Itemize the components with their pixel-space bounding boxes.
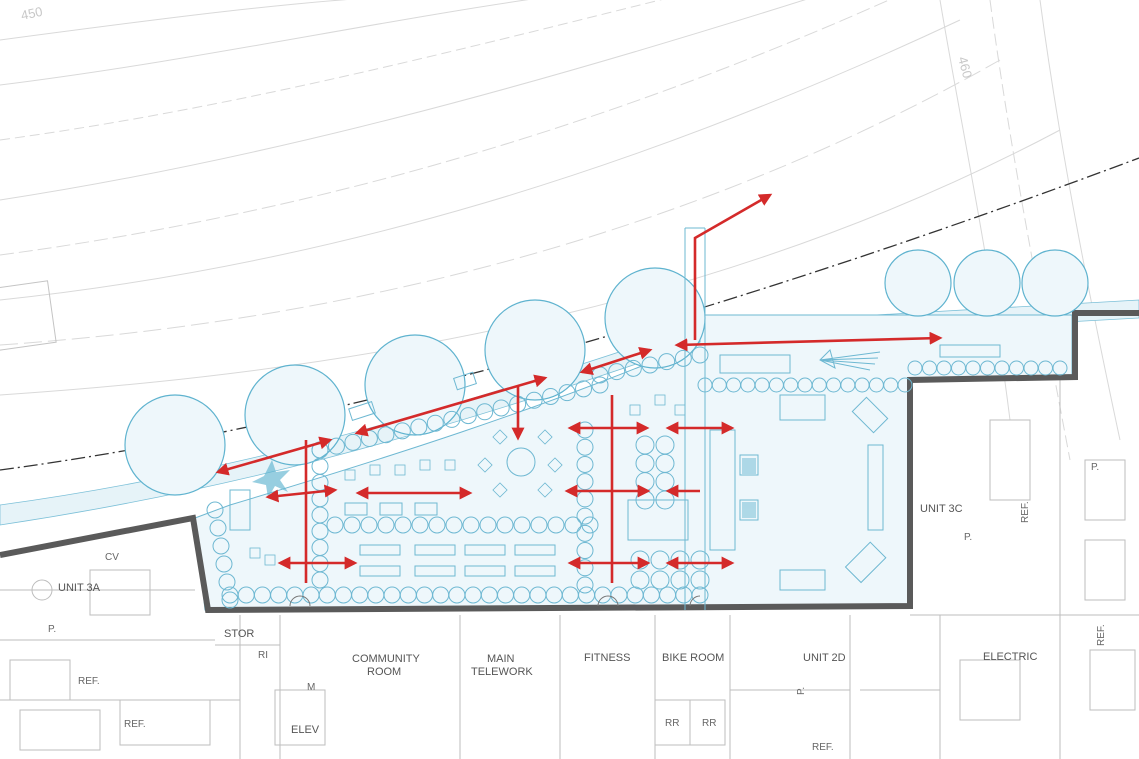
hedge-shrub [221, 591, 239, 609]
hedge-shrub [575, 380, 593, 398]
label-ref-3: REF. [812, 742, 834, 753]
existing-structure [0, 280, 57, 352]
tree-1 [124, 394, 226, 496]
hedge-shrub [690, 570, 710, 590]
chair-markers [249, 394, 686, 566]
label-ref-2: REF. [124, 719, 146, 730]
hedge-shrub [394, 516, 412, 534]
hedge-shrub [215, 555, 233, 573]
fan-pergola [819, 349, 881, 371]
hedge-shrub [558, 384, 576, 402]
circulation-arrows [215, 193, 943, 583]
label-unit-3a: UNIT 3A [58, 582, 101, 594]
hedge-shrub [513, 516, 531, 534]
hedge-shrub [462, 516, 480, 534]
hedge-shrub [344, 433, 362, 451]
label-m: M [307, 682, 315, 693]
hedge-shrub [576, 524, 594, 542]
hedge-shrub [377, 516, 395, 534]
hedge-shrub [343, 516, 361, 534]
tree-8 [1021, 249, 1089, 317]
hedge-shrub [212, 537, 230, 555]
circulation-arrow [674, 331, 943, 352]
label-p-1: P. [48, 624, 56, 635]
hedge-shrub [360, 516, 378, 534]
hedge-shrub [445, 516, 463, 534]
tree-6 [884, 249, 952, 317]
hedge-shrub [496, 516, 514, 534]
label-rr-2: RR [702, 718, 716, 729]
contour-lines [0, 0, 1121, 461]
label-stor: STOR [224, 628, 254, 640]
label-rr-1: RR [665, 718, 679, 729]
circulation-arrow [579, 347, 653, 375]
hedge-shrub [576, 438, 594, 456]
label-ri: RI [258, 650, 268, 661]
label-p-3: P. [1091, 462, 1099, 473]
hedge-shrub [576, 576, 594, 594]
hedge-shrub [209, 519, 227, 537]
contour-label-460: 460 [955, 55, 975, 80]
property-line [0, 157, 1139, 471]
hedge-shrub [581, 516, 599, 534]
label-bike-room: BIKE ROOM [662, 652, 724, 664]
hedge-shrub [658, 353, 676, 371]
hedge-shrub [530, 516, 548, 534]
label-community-room-2: ROOM [367, 666, 401, 678]
hedge-shrub [547, 516, 565, 534]
building-wall [0, 310, 1139, 614]
utility-lines [684, 227, 706, 610]
label-p-2: P. [964, 532, 972, 543]
label-ref-1: REF. [78, 676, 100, 687]
hedge-shrub [1052, 360, 1068, 376]
checker-pads [742, 458, 756, 518]
label-ref-5: REF. [1096, 624, 1107, 646]
hedge-shrub [411, 516, 429, 534]
hedge-shrub [630, 570, 650, 590]
hedge-shrub [311, 571, 329, 589]
label-fitness: FITNESS [584, 652, 630, 664]
label-ref-4: REF. [1020, 501, 1031, 523]
label-p-4: P. [796, 687, 807, 695]
hedge-shrub [326, 516, 344, 534]
hedge-shrub [311, 457, 329, 475]
label-cv: CV [105, 552, 119, 563]
hedge-shrub [576, 455, 594, 473]
circulation-arrow [265, 484, 338, 503]
label-unit-2d: UNIT 2D [803, 652, 846, 664]
label-elev: ELEV [291, 724, 320, 736]
tree-5 [604, 267, 706, 369]
label-electric: ELECTRIC [983, 651, 1037, 663]
circulation-arrow [354, 374, 548, 437]
round-table [506, 447, 536, 477]
hedge-shrub [428, 516, 446, 534]
hedge-shrub [691, 586, 709, 604]
circulation-arrow [215, 436, 333, 476]
label-community-room-1: COMMUNITY [352, 653, 420, 665]
room-labels: UNIT 3A CV STOR RI COMMUNITY ROOM MAIN T… [48, 462, 1107, 753]
hedge-shrub [218, 573, 236, 591]
hedge-shrub [206, 501, 224, 519]
hedge-shrub [576, 507, 594, 525]
hedge-shrub [670, 570, 690, 590]
circulation-arrow [693, 193, 773, 340]
hedge-shrub [650, 570, 670, 590]
entry-doors [289, 595, 701, 607]
hedge-shrub [591, 376, 609, 394]
hedge-shrub [479, 516, 497, 534]
contour-label-450: 450 [20, 4, 44, 23]
label-unit-3c: UNIT 3C [920, 503, 963, 515]
tree-7 [953, 249, 1021, 317]
label-main-telework-2: TELEWORK [471, 666, 533, 678]
hedge-shrub [897, 377, 913, 393]
label-main-telework-1: MAIN [487, 653, 515, 665]
floor-plan-lines [0, 380, 1139, 759]
hedge-shrub [564, 516, 582, 534]
